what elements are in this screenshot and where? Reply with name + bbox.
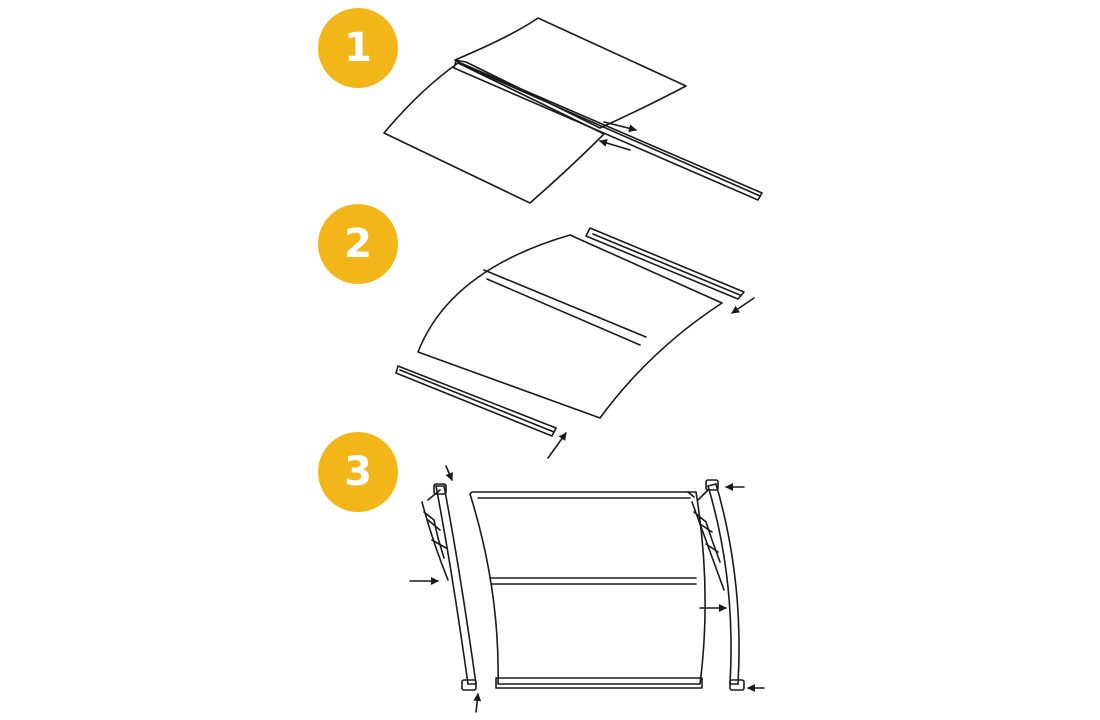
- step-3-left-bracket: [422, 484, 476, 690]
- step-1-arrow-bottom: [599, 139, 630, 150]
- step-1-connector-strip: [454, 61, 762, 200]
- step-3-panel: [470, 492, 705, 684]
- step-3-badge: 3: [318, 432, 398, 512]
- step-2-illustration: [396, 228, 754, 458]
- step-2-end-cap-right: [586, 228, 744, 299]
- step-2-end-cap-left: [396, 366, 556, 436]
- step-1-lower-sheet: [384, 63, 604, 203]
- step-2-panel: [418, 235, 722, 418]
- step-1-illustration: [384, 18, 762, 203]
- step-3-arrow-left-bottom: [473, 693, 482, 712]
- step-3-illustration: [410, 466, 764, 712]
- step-2-arrow-right: [731, 298, 754, 313]
- step-1-badge: 1: [318, 8, 398, 88]
- step-1-arrow-top: [604, 122, 637, 133]
- step-2-arrow-left: [548, 432, 566, 458]
- step-2-badge: 2: [318, 204, 398, 284]
- step-3-arrow-left-top: [446, 466, 453, 481]
- step-3-right-bracket: [692, 480, 744, 690]
- step-1-upper-sheet: [455, 18, 686, 128]
